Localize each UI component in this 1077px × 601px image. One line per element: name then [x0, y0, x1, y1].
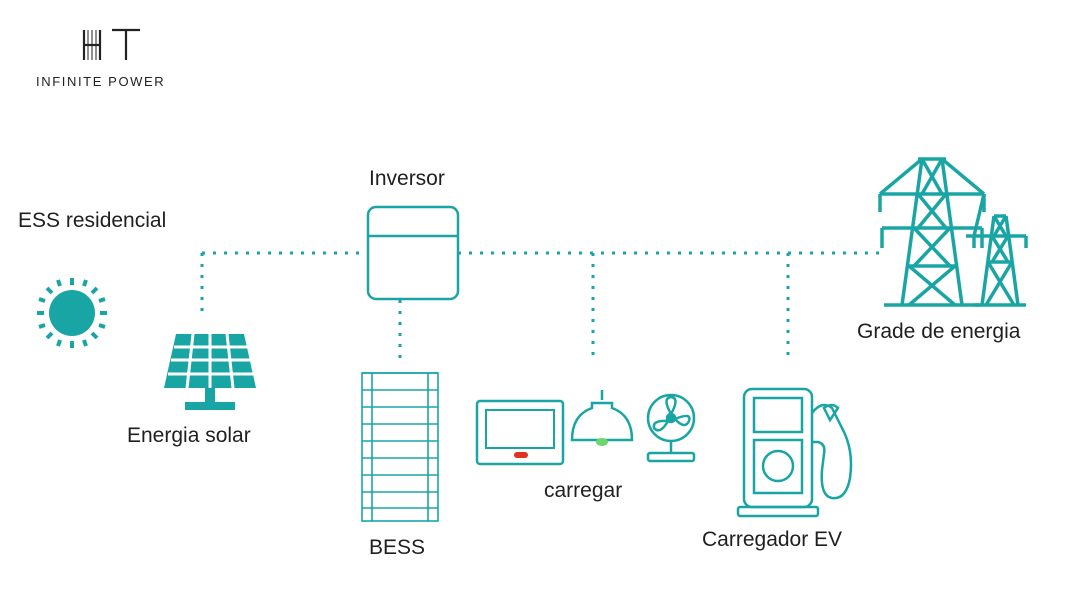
label-residential-ess: ESS residencial: [18, 209, 167, 232]
label-solar: Energia solar: [127, 424, 251, 447]
label-bess: BESS: [369, 536, 426, 559]
battery-stack-icon: [361, 372, 439, 522]
connection-lines: [200, 251, 880, 360]
label-ev-charger: Carregador EV: [702, 528, 843, 551]
sun-icon: [37, 278, 107, 348]
logo-mark: [82, 28, 140, 60]
solar-panel-icon: [164, 333, 256, 410]
label-inverter: Inversor: [369, 167, 445, 190]
label-grid: Grade de energia: [857, 320, 1021, 343]
ceiling-lamp-icon: [570, 390, 634, 446]
fan-icon: [646, 393, 696, 463]
inverter-icon: [366, 205, 460, 301]
logo-tagline: INFINITE POWER: [36, 74, 166, 89]
power-tower-icon: [878, 157, 1028, 307]
monitor-icon: [475, 399, 565, 466]
label-load: carregar: [544, 479, 623, 502]
ev-charger-icon: [736, 387, 853, 518]
